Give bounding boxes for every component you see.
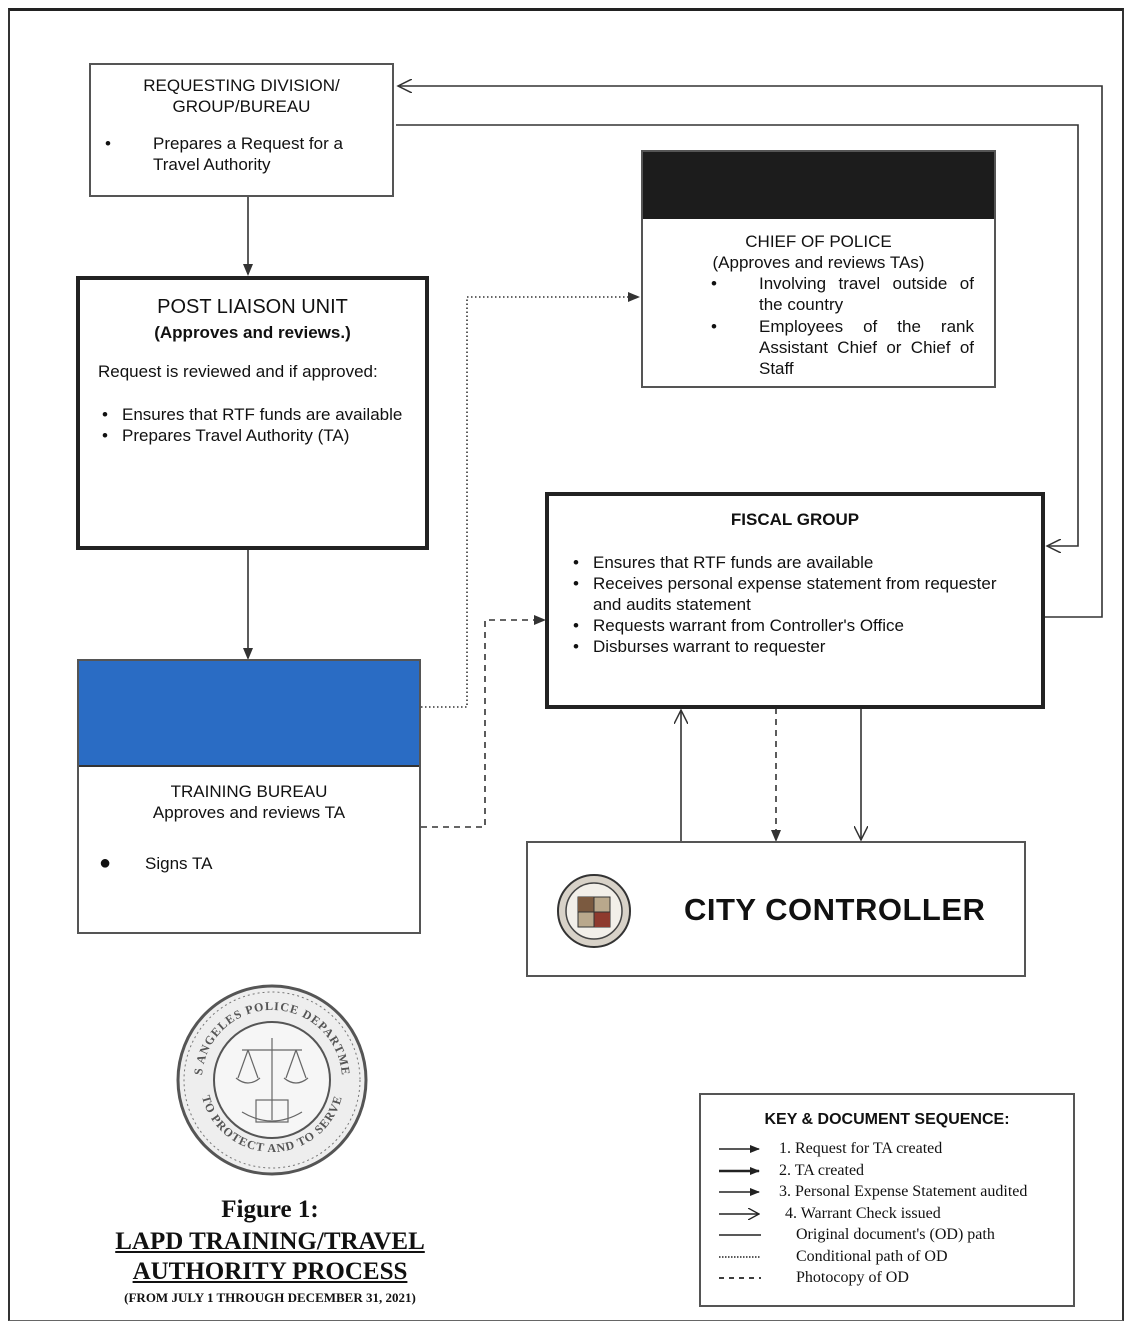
post-title: POST LIAISON UNIT [157,296,348,318]
legend-item: 1. Request for TA created [779,1140,943,1157]
requesting-title-line1: REQUESTING DIVISION/ [143,76,340,95]
chief-subtitle: (Approves and reviews TAs) [712,253,925,272]
controller-title: CITY CONTROLLER [684,892,986,927]
post-subtitle: (Approves and reviews.) [154,323,351,342]
post-bullet: Prepares Travel Authority (TA) [98,425,407,446]
requesting-title-line2: GROUP/BUREAU [172,97,311,116]
fiscal-bullet: Receives personal expense statement from… [569,573,1021,615]
legend-box: KEY & DOCUMENT SEQUENCE: 1. Request for … [699,1093,1075,1307]
post-intro: Request is reviewed and if approved: [98,362,378,381]
chief-title: CHIEF OF POLICE [745,232,892,251]
post-liaison-box: POST LIAISON UNIT (Approves and reviews.… [76,276,429,550]
figure-caption: Figure 1: LAPD TRAINING/TRAVEL AUTHORITY… [50,1193,490,1309]
requesting-division-box: REQUESTING DIVISION/ GROUP/BUREAU • Prep… [89,63,394,197]
training-bullet: ●Signs TA [99,852,213,874]
fiscal-title: FISCAL GROUP [730,510,860,529]
chief-of-police-box: CHIEF OF POLICE (Approves and reviews TA… [641,150,996,388]
page-frame [8,8,1124,1321]
legend-item: Conditional path of OD [796,1248,948,1265]
city-controller-box: CITY CONTROLLER [526,841,1026,977]
figure-label: Figure 1: [221,1196,319,1223]
legend-title: KEY & DOCUMENT SEQUENCE: [764,1111,1010,1128]
legend-item: 3. Personal Expense Statement audited [779,1183,1028,1200]
fiscal-bullet: Requests warrant from Controller's Offic… [569,615,1021,636]
arrow-request-to-fiscal [396,124,1079,546]
city-seal-icon [557,874,631,948]
legend-item: 2. TA created [779,1162,865,1179]
figure-period: (FROM JULY 1 THROUGH DECEMBER 31, 2021) [124,1290,416,1305]
legend-item: Original document's (OD) path [796,1226,995,1243]
arrow-training-to-chief [421,292,640,708]
arrow-fiscal-to-request [398,86,1103,618]
chief-header-bar [643,152,994,219]
fiscal-bullet: Disburses warrant to requester [569,636,1021,657]
training-header-bar [79,661,419,767]
legend-item: 4. Warrant Check issued [785,1205,941,1222]
chief-bullet: •Involving travel outside of the country [711,274,974,314]
figure-title-line1: LAPD TRAINING/TRAVEL [115,1228,425,1255]
requesting-bullet: • Prepares a Request for a Travel Author… [105,134,343,174]
post-bullet: Ensures that RTF funds are available [98,404,407,425]
training-title: TRAINING BUREAU [170,782,328,801]
fiscal-bullet: Ensures that RTF funds are available [569,552,1021,573]
legend-line-samples [719,1145,761,1279]
chief-bullet: •Employees of the rank Assistant Chief o… [711,317,974,378]
legend-item: Photocopy of OD [796,1269,909,1286]
fiscal-group-box: FISCAL GROUP Ensures that RTF funds are … [545,492,1045,709]
lapd-seal-icon: LOS ANGELES POLICE DEPARTMENT TO PROTECT… [172,980,368,1176]
training-subtitle: Approves and reviews TA [152,803,346,822]
arrow-training-to-fiscal [421,615,546,828]
training-bureau-box: TRAINING BUREAU Approves and reviews TA … [77,659,421,934]
figure-title-line2: AUTHORITY PROCESS [132,1258,408,1285]
